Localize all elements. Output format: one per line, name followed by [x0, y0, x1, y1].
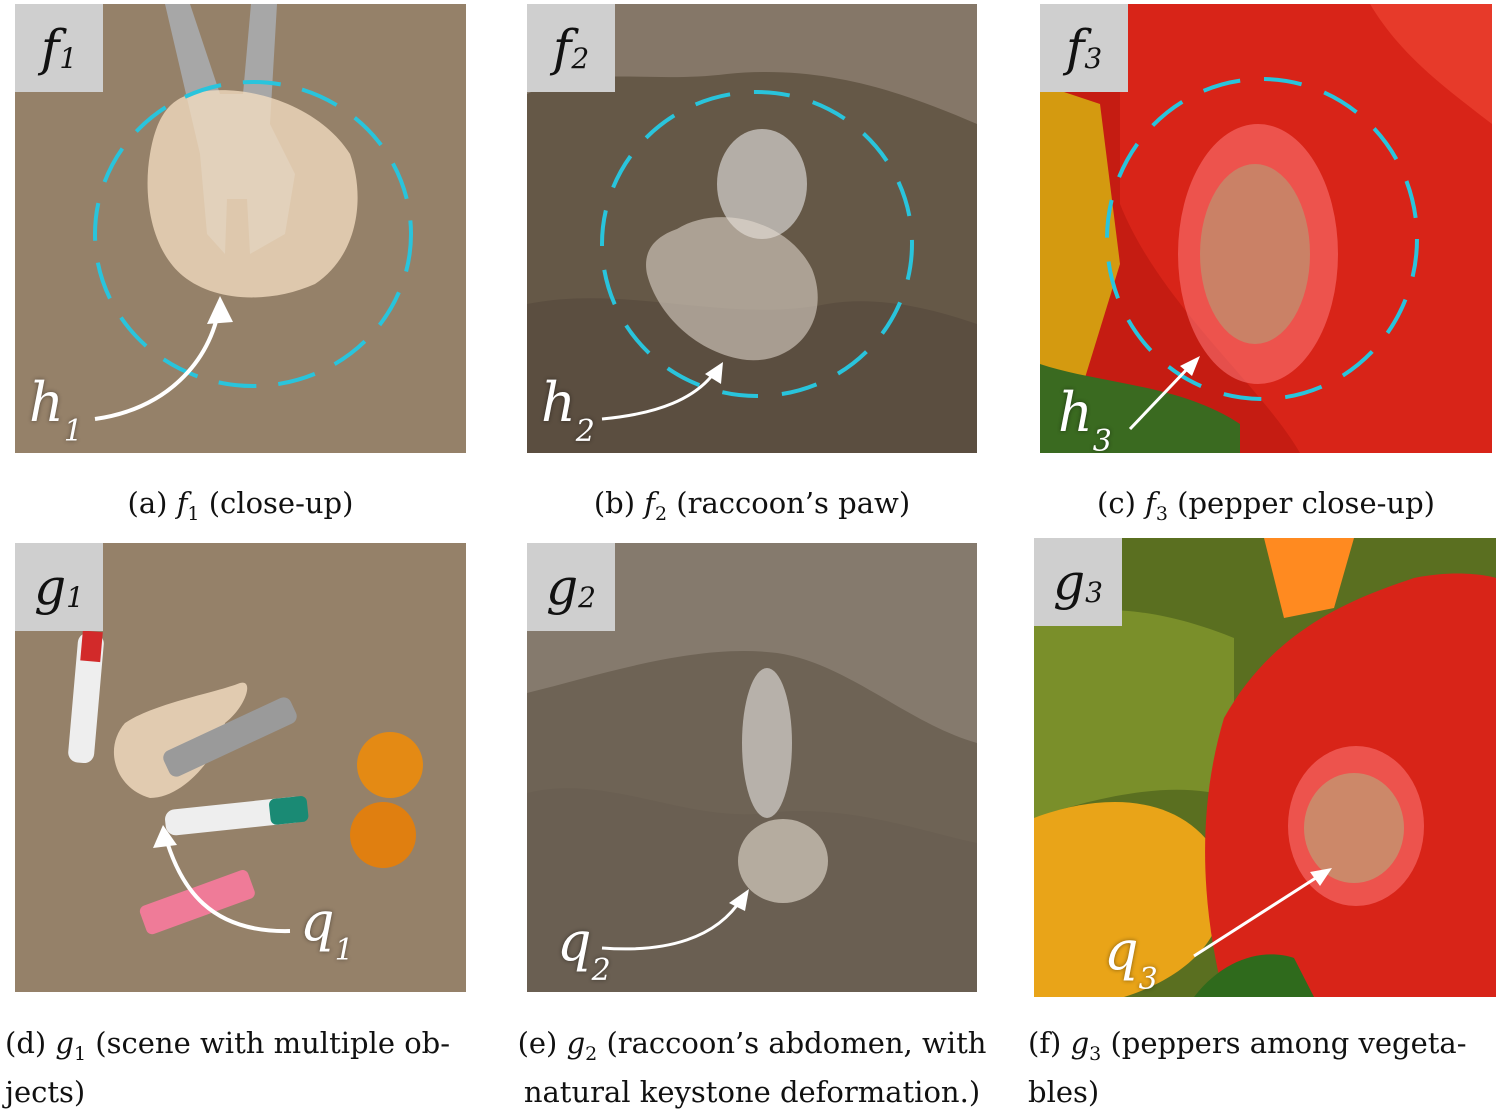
paw-shape	[742, 668, 792, 818]
region-h2	[646, 217, 818, 361]
region-q1	[113, 682, 248, 798]
arrow	[601, 368, 719, 421]
caption-e: (e) g2 (raccoon’s abdomen, with natural …	[517, 1026, 987, 1109]
caption-f: (f) g3 (peppers among vegeta- bles)	[1028, 1026, 1467, 1109]
region-label: q1	[300, 890, 354, 968]
arrow	[1193, 872, 1323, 958]
red-marker	[68, 632, 104, 764]
region-label: h1	[29, 371, 83, 449]
caption-b: (b) f2 (raccoon’s paw)	[593, 486, 911, 525]
region-q2	[738, 819, 828, 903]
region-label: h3	[1058, 381, 1112, 454]
region-label: h2	[541, 371, 595, 449]
region-q3	[1288, 746, 1424, 906]
region-label: q2	[557, 910, 611, 988]
region-label: q3	[1104, 919, 1158, 997]
orange-2	[350, 802, 416, 868]
arrow	[1128, 364, 1192, 431]
dashed-circle	[1105, 77, 1419, 401]
arrow	[94, 303, 222, 421]
caption-d: (d) g1 (scene with multiple ob- jects)	[5, 1026, 451, 1109]
caption-c: (c) f3 (pepper close-up)	[1097, 486, 1435, 525]
dashed-circle	[600, 90, 914, 398]
wrench	[163, 697, 297, 777]
dashed-circle	[93, 80, 413, 388]
arrow	[163, 834, 291, 934]
caption-a: (a) f1 (close-up)	[127, 486, 354, 525]
region-h3	[1178, 124, 1338, 384]
arrow	[601, 897, 744, 951]
orange-1	[357, 732, 423, 798]
paw-shape	[717, 129, 807, 239]
pink-highlighter	[139, 870, 255, 935]
region-h1	[147, 90, 358, 298]
